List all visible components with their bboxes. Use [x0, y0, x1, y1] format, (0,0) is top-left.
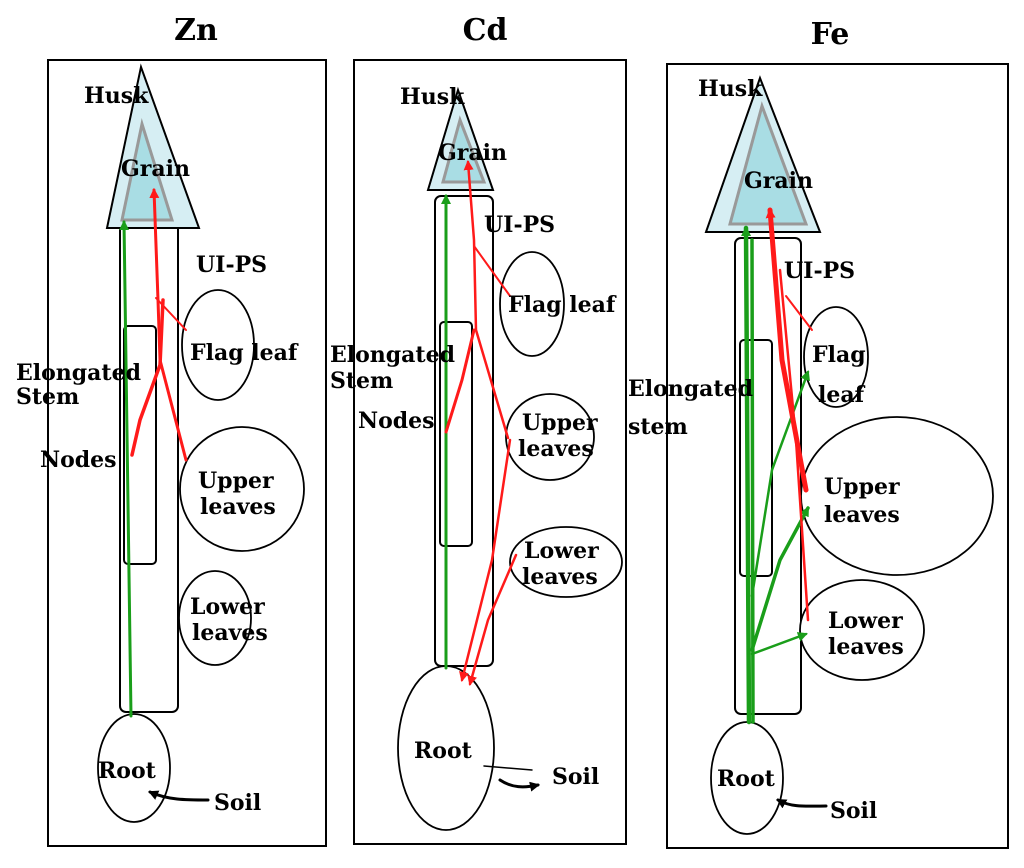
upper-label: Upper	[198, 468, 274, 494]
flag-leaf-label: leaf	[818, 382, 866, 408]
ulps-label: UI-PS	[196, 252, 267, 278]
node-transfer-arrow	[130, 298, 165, 457]
upper-leaves-label: leaves	[824, 502, 900, 528]
panel-frame	[353, 59, 627, 845]
elongated-label: Elongated	[16, 360, 141, 386]
flag-leaf-shape	[181, 289, 255, 401]
flag-leaf-shape	[803, 306, 869, 408]
grain-label: Grain	[121, 156, 190, 182]
lower-leaves-label: leaves	[828, 634, 904, 660]
phloem-arrow-lower	[778, 268, 810, 622]
upper-leaves-shape	[505, 393, 595, 481]
elongated-label: Elongated	[628, 376, 753, 402]
panel-title: Zn	[174, 13, 218, 48]
nodes-label: Nodes	[40, 447, 117, 473]
lower-label: Lower	[524, 538, 599, 564]
stem-label: Stem	[16, 384, 79, 410]
flag-leaf-supply-arrow	[750, 370, 810, 598]
upper-leaves-supply-arrow	[750, 506, 810, 652]
husk-label: Husk	[84, 83, 149, 109]
upper-leaves-label: leaves	[200, 494, 276, 520]
lower-leaves-down-arrow	[467, 553, 518, 686]
soil-uptake-arrow	[148, 790, 210, 802]
upper-leaves-label: leaves	[518, 436, 594, 462]
nodes-shape	[123, 325, 157, 565]
grain-shape	[728, 101, 809, 226]
xylem-arrow	[741, 225, 752, 725]
soil-uptake-arrow	[776, 798, 828, 809]
soil-label: Soil	[830, 798, 877, 824]
flag-leaf-shape	[499, 251, 565, 357]
ulps-label: UI-PS	[784, 258, 855, 284]
lower-leaves-label: leaves	[192, 620, 268, 646]
grain-label: Grain	[744, 168, 813, 194]
panel-cd: Cd Husk Grain UI-PS Flag leaf Elongated …	[330, 13, 627, 845]
flag-leaf-link	[473, 245, 511, 297]
flag-leaf-link	[155, 297, 187, 331]
elongated-label: Elongated	[330, 342, 455, 368]
lower-label: Lower	[828, 608, 903, 634]
root-label: Root	[414, 738, 473, 764]
panel-zn: Zn Husk Grain UI-PS Flag leaf Elongated …	[16, 13, 327, 847]
panel-title: Fe	[811, 17, 850, 52]
soil-label: Soil	[214, 790, 261, 816]
flag-label: Flag	[812, 342, 866, 368]
lower-leaves-shape	[178, 570, 252, 666]
stem-label: Stem	[330, 368, 393, 394]
root-label: Root	[98, 758, 157, 784]
ulps-label: UI-PS	[484, 212, 555, 238]
soil-uptake-arrow	[498, 778, 540, 792]
stem-label: stem	[628, 414, 688, 440]
upper-leaves-shape	[800, 416, 994, 576]
elongated-stem-shape	[434, 195, 494, 667]
panel-fe: Fe Husk Grain UI-PS Flag leaf Elongated …	[628, 17, 1009, 849]
upper-label: Upper	[522, 410, 598, 436]
grain-label: Grain	[438, 140, 507, 166]
panel-title: Cd	[463, 13, 508, 48]
grain-shape	[120, 118, 175, 222]
soil-line	[483, 765, 533, 771]
lower-leaves-shape	[799, 579, 925, 681]
lower-label: Lower	[190, 594, 265, 620]
upper-leaves-shape	[179, 426, 305, 552]
lower-leaves-supply-arrow	[750, 632, 808, 656]
upper-leaves-down-arrow	[459, 438, 512, 682]
lower-leaves-label: leaves	[522, 564, 598, 590]
xylem-arrow	[119, 220, 133, 718]
node-transfer-arrow	[444, 328, 476, 434]
grain-shape	[441, 115, 487, 184]
flag-leaf-label: Flag leaf	[190, 340, 299, 366]
phloem-arrow-upper	[765, 207, 809, 493]
panel-frame	[47, 59, 327, 847]
panel-frame	[666, 63, 1009, 849]
lower-leaves-shape	[509, 526, 623, 598]
upper-label: Upper	[824, 474, 900, 500]
nodes-shape	[439, 321, 473, 547]
phloem-arrow-upper	[463, 160, 510, 440]
flag-leaf-link	[785, 295, 813, 331]
husk-label: Husk	[698, 76, 763, 102]
root-label: Root	[717, 766, 776, 792]
soil-label: Soil	[552, 764, 599, 790]
husk-label: Husk	[400, 84, 465, 110]
nodes-label: Nodes	[358, 408, 435, 434]
phloem-arrow-upper	[149, 188, 188, 462]
flag-leaf-label: Flag leaf	[508, 292, 617, 318]
